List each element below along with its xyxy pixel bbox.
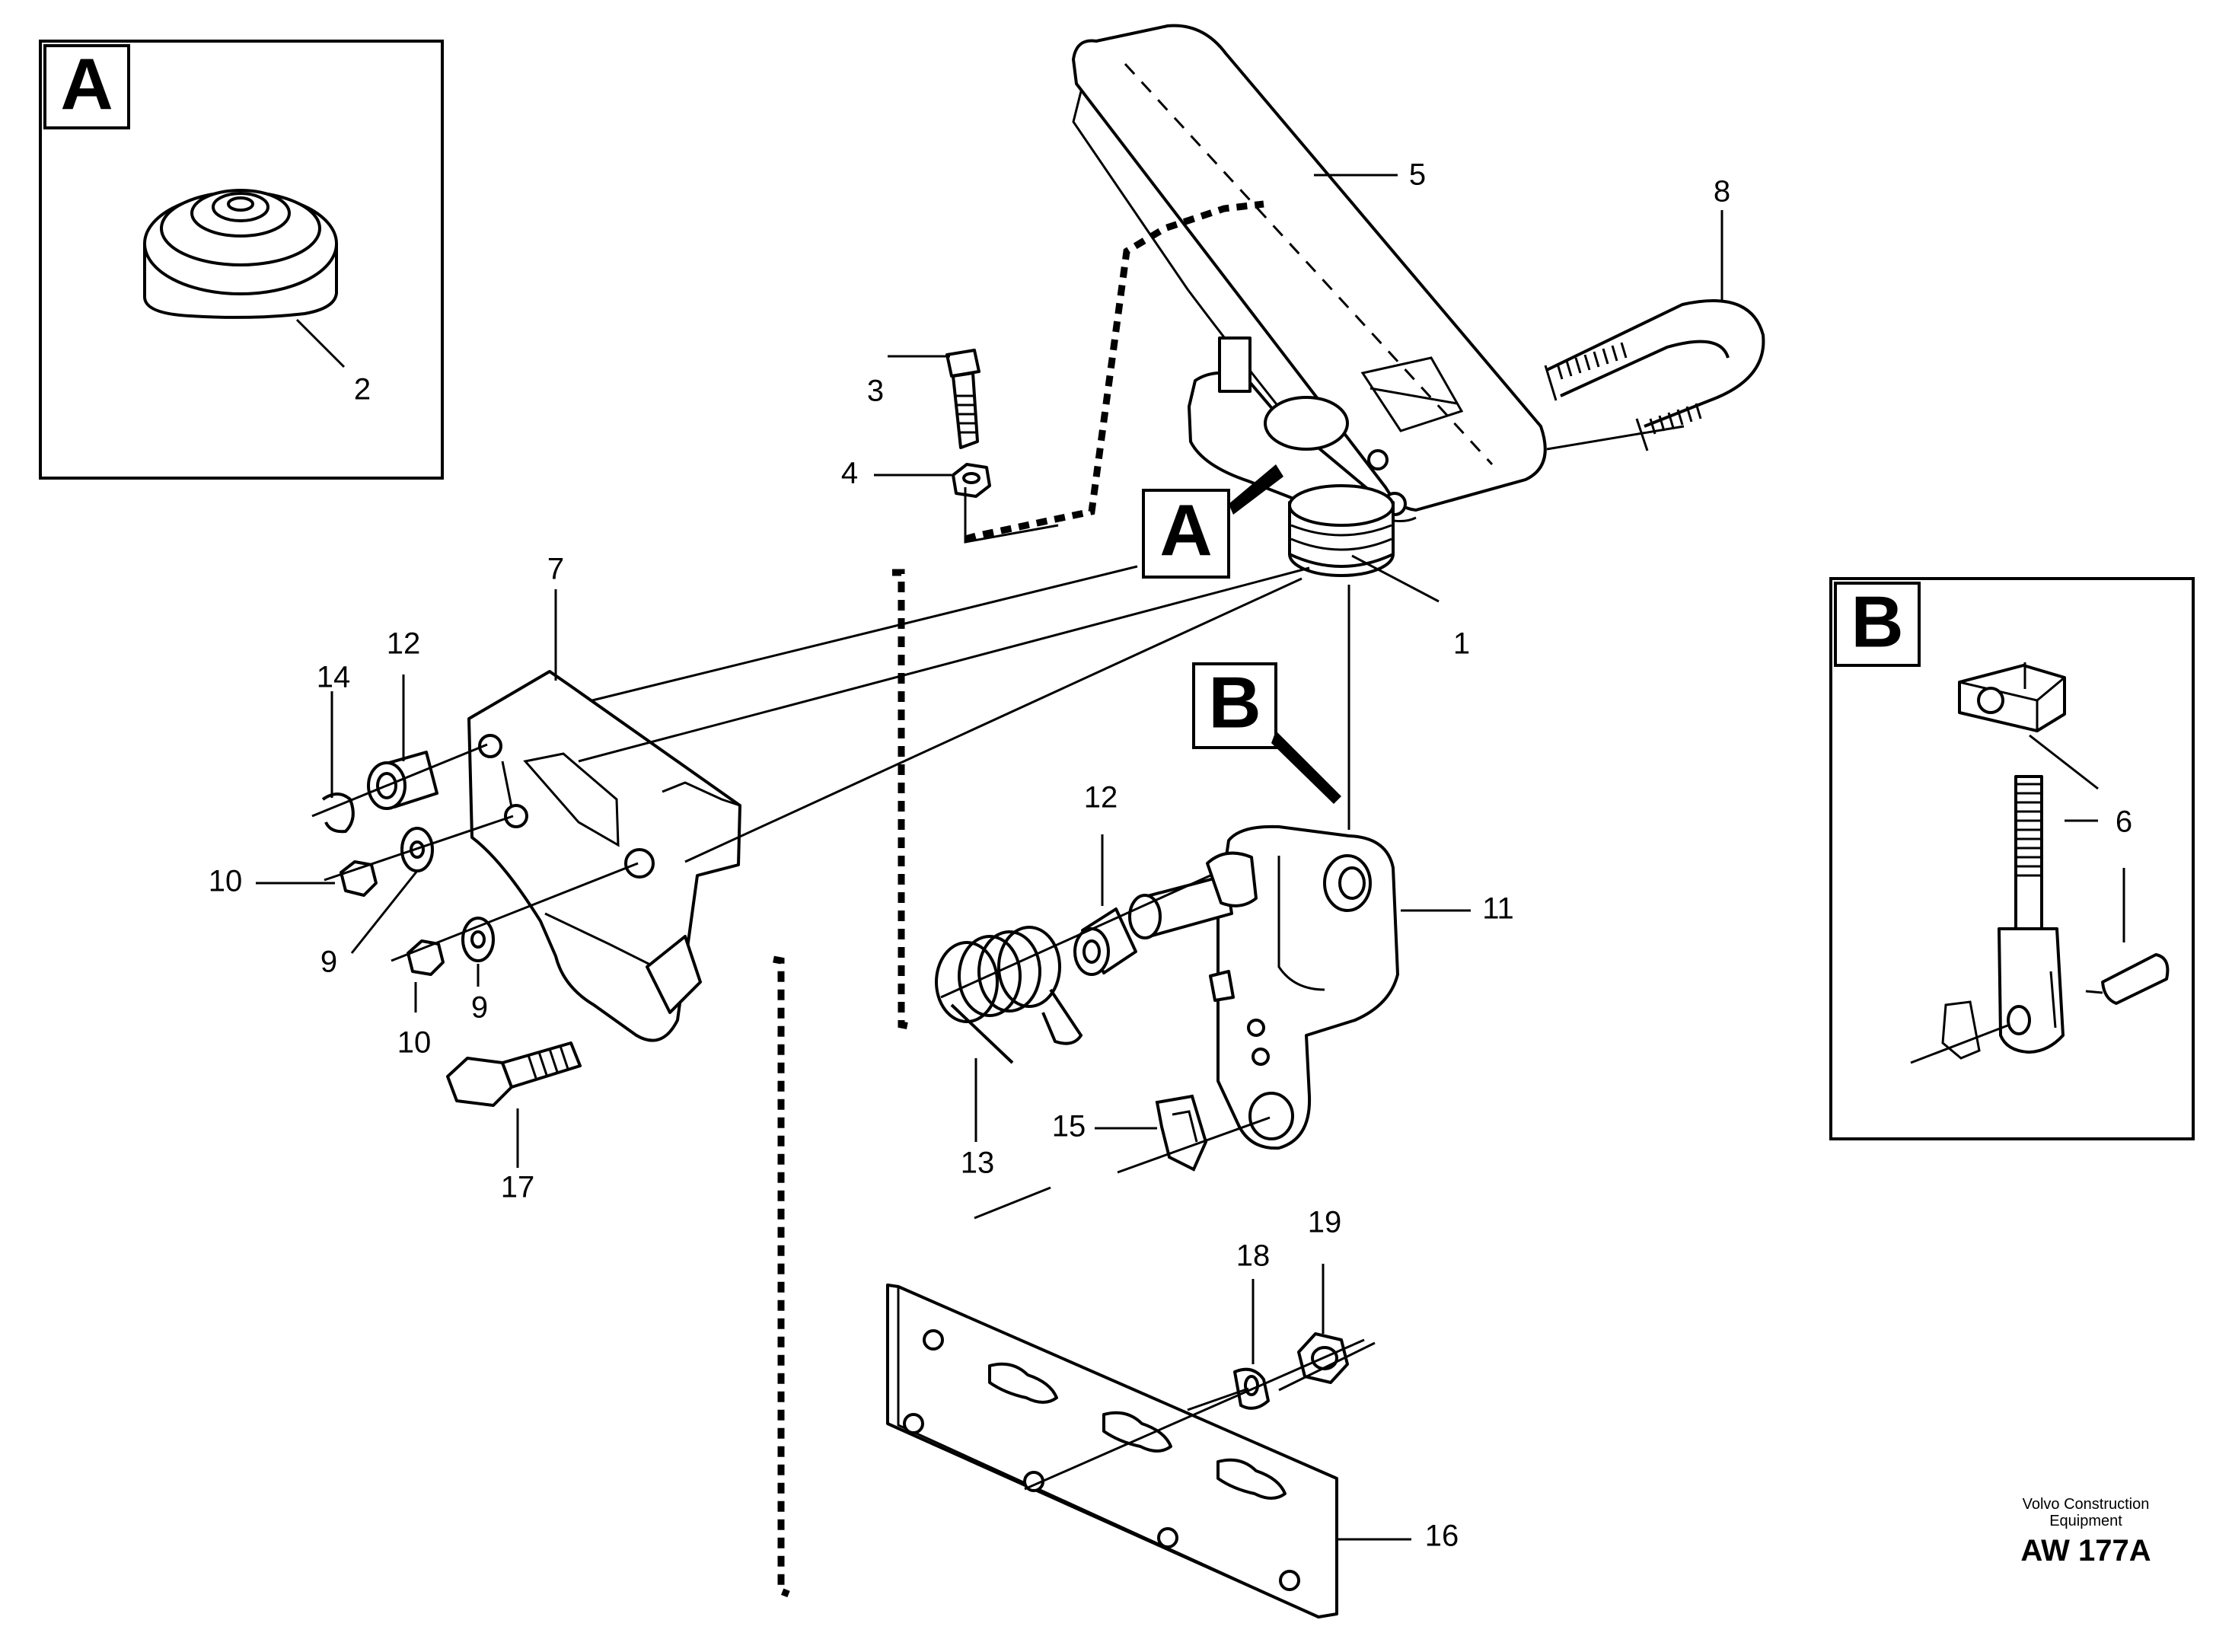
axis-lines — [311, 425, 1685, 1491]
detail-box-b-letter: B — [1851, 581, 1903, 662]
callout-4: 4 — [841, 457, 858, 490]
callout-9a: 9 — [320, 946, 337, 979]
pointer-tag-b: B — [1192, 662, 1341, 804]
pedal-plate — [1072, 24, 1547, 522]
callout-12b: 12 — [1084, 781, 1118, 815]
callout-16: 16 — [1425, 1520, 1459, 1553]
brand-line-1: Volvo Construction — [2023, 1496, 2150, 1513]
callout-leaders — [256, 174, 2125, 1541]
mounting-bracket — [467, 670, 741, 1042]
spring-clip — [1155, 1094, 1208, 1172]
callout-numbers: 1 2 3 4 5 6 7 8 9 9 10 10 11 12 12 13 14… — [209, 158, 2132, 1553]
circlip — [321, 793, 355, 834]
detail-box-a: A — [39, 40, 444, 480]
callout-1: 1 — [1453, 627, 1470, 661]
bolt-and-nut — [945, 349, 991, 498]
callout-2: 2 — [354, 373, 371, 407]
pointer-tag-b-letter: B — [1208, 662, 1261, 743]
footer: Volvo Construction Equipment AW 177A — [2020, 1496, 2151, 1567]
callout-10a: 10 — [209, 865, 243, 898]
dashed-reference-lines — [773, 200, 1264, 1598]
callout-15: 15 — [1052, 1110, 1086, 1143]
pointer-tag-a-letter: A — [1159, 490, 1212, 571]
washers-and-nuts — [340, 827, 495, 976]
callout-19: 19 — [1308, 1206, 1342, 1239]
brand-line-2: Equipment — [2049, 1513, 2122, 1529]
callout-18: 18 — [1236, 1239, 1271, 1273]
lever-arm — [1128, 824, 1399, 1150]
callout-14: 14 — [317, 661, 351, 694]
drawing-code: AW 177A — [2020, 1534, 2151, 1567]
pivot-bushing — [1288, 484, 1395, 577]
bushing-centre — [1073, 907, 1137, 976]
callout-7: 7 — [547, 553, 564, 586]
callout-12a: 12 — [387, 627, 421, 661]
callout-8: 8 — [1714, 175, 1730, 209]
callout-17: 17 — [501, 1171, 535, 1204]
callout-3: 3 — [867, 375, 884, 408]
pointer-tag-a: A — [1142, 464, 1283, 579]
callout-10b: 10 — [397, 1026, 432, 1060]
callout-9b: 9 — [471, 991, 488, 1025]
detail-box-b: B — [1829, 577, 2195, 1140]
callout-11: 11 — [1482, 892, 1514, 926]
callout-6: 6 — [2116, 805, 2132, 839]
adjuster-rod-drawing — [1910, 662, 2170, 1064]
callout-5: 5 — [1409, 158, 1426, 192]
callout-13: 13 — [961, 1147, 995, 1180]
torsion-spring — [935, 926, 1083, 1064]
detail-box-a-letter: A — [60, 43, 113, 125]
hex-bolt — [446, 1041, 582, 1107]
bump-stop-drawing — [143, 189, 338, 319]
u-bolt — [1544, 299, 1765, 451]
